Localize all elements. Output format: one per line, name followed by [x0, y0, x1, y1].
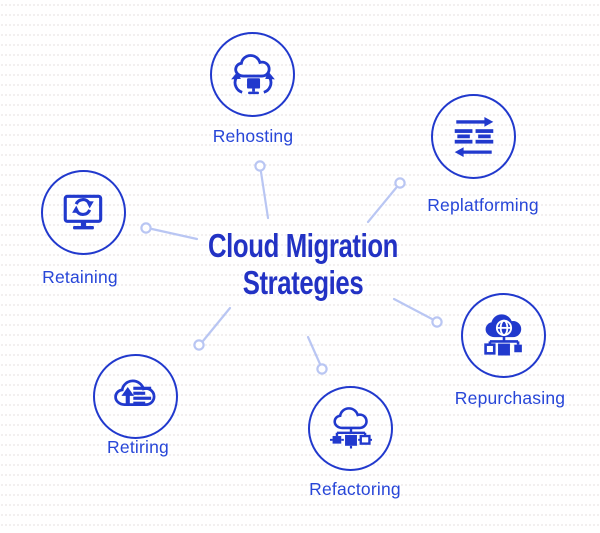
node-repurchasing — [461, 293, 546, 378]
diagram-title-line1: Cloud Migration — [207, 227, 399, 264]
connector-refactoring — [306, 335, 328, 375]
list-exchange-arrows-icon — [454, 116, 493, 157]
cloud-globe-network-icon — [483, 313, 522, 355]
monitor-refresh-icon — [63, 194, 102, 229]
connector-repurchasing — [392, 297, 443, 328]
node-rehosting — [210, 32, 295, 117]
node-label-refactoring: Refactoring — [309, 479, 401, 499]
node-label-retaining: Retaining — [42, 267, 118, 287]
node-label-repurchasing: Repurchasing — [454, 388, 566, 408]
connector-rehosting — [254, 160, 270, 220]
node-refactoring — [308, 386, 393, 471]
node-retiring — [93, 354, 178, 439]
node-retaining — [41, 170, 126, 255]
connector-retiring — [193, 306, 232, 351]
cloud-network-nodes-icon — [329, 406, 372, 448]
cloud-sync-monitor-icon — [230, 53, 275, 94]
node-label-rehosting: Rehosting — [212, 126, 294, 146]
node-replatforming — [431, 94, 516, 179]
diagram-title-line2: Strategies — [242, 264, 364, 301]
node-label-retiring: Retiring — [107, 437, 169, 457]
node-label-replatforming: Replatforming — [427, 195, 539, 215]
diagram-title: Cloud Migration Strategies — [186, 227, 420, 301]
cloud-upload-archive-icon — [113, 379, 155, 406]
